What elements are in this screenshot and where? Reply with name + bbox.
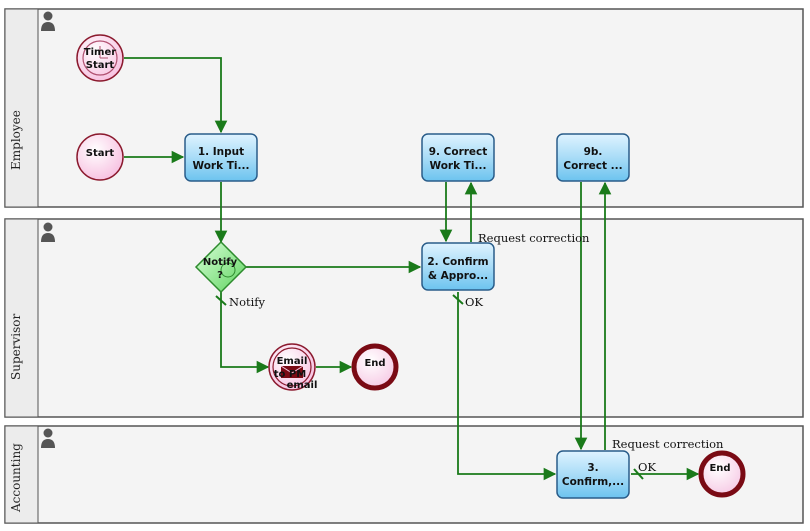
task-correct-work-time[interactable]: 9. Correct Work Ti... xyxy=(421,133,495,182)
condition-marker xyxy=(452,294,464,305)
task-confirm-accounting-label-1: 3. xyxy=(587,462,598,474)
end-event-accounting[interactable]: End xyxy=(698,450,746,498)
end-event-supervisor[interactable]: End xyxy=(351,343,399,391)
flow-timer-to-input[interactable] xyxy=(124,57,228,134)
flow-label-request-correction-supervisor: Request correction xyxy=(478,231,590,245)
lane-employee[interactable]: Employee xyxy=(4,8,804,208)
start-label: Start xyxy=(86,148,115,159)
task-confirm-approve[interactable]: 2. Confirm & Appro... xyxy=(421,242,495,291)
notify-gateway-label-1: Notify xyxy=(203,257,238,268)
flow-label-request-correction-accounting: Request correction xyxy=(612,437,724,451)
participant-icon xyxy=(41,11,55,31)
start-event[interactable]: Start xyxy=(76,133,124,181)
condition-marker xyxy=(633,468,644,480)
lane-label-supervisor: Supervisor xyxy=(9,314,23,380)
email-pm-sublabel: email xyxy=(287,380,318,391)
lane-label-accounting: Accounting xyxy=(9,443,23,513)
notify-gateway-label-2: ? xyxy=(217,270,223,281)
task-confirm-accounting-label-2: Confirm,... xyxy=(562,476,624,488)
task-correct-9b-label-1: 9b. xyxy=(584,146,603,158)
task-confirm-approve-label-2: & Appro... xyxy=(428,270,488,282)
flow-label-ok-supervisor: OK xyxy=(465,295,483,309)
end-label-supervisor: End xyxy=(364,358,385,369)
task-input-work-time-label-2: Work Ti... xyxy=(193,160,250,172)
flow-label-ok-accounting: OK xyxy=(638,460,656,474)
task-confirm-approve-label-1: 2. Confirm xyxy=(427,256,488,268)
clock-icon xyxy=(82,40,118,76)
end-label-accounting: End xyxy=(709,463,730,474)
notify-gateway[interactable]: Notify ? xyxy=(194,240,248,294)
timer-start-label-1: Timer xyxy=(84,47,116,58)
task-correct-work-time-label-1: 9. Correct xyxy=(429,146,488,158)
flow-notify-to-email[interactable] xyxy=(220,292,270,374)
sequence-flows xyxy=(124,57,700,481)
participant-icon xyxy=(41,222,55,242)
task-input-work-time[interactable]: 1. Input Work Ti... xyxy=(184,133,258,182)
task-confirm-accounting[interactable]: 3. Confirm,... xyxy=(556,450,630,499)
participant-icon xyxy=(41,428,55,448)
task-correct-9b-label-2: Correct ... xyxy=(563,160,622,172)
condition-marker xyxy=(215,295,227,306)
email-pm-event[interactable]: Email to PM email xyxy=(268,343,318,391)
lane-supervisor[interactable]: Supervisor xyxy=(4,218,804,418)
lane-label-employee: Employee xyxy=(9,110,23,170)
task-input-work-time-label-1: 1. Input xyxy=(198,146,244,158)
envelope-icon xyxy=(280,365,304,378)
gateway-marker-icon xyxy=(220,262,236,278)
timer-start-label-2: Start xyxy=(86,60,115,71)
flow-confirm-to-accounting[interactable] xyxy=(457,292,557,481)
task-correct-work-time-label-2: Work Ti... xyxy=(430,160,487,172)
flow-label-notify: Notify xyxy=(229,295,266,309)
email-pm-label-1: Email xyxy=(277,356,308,367)
email-pm-label-2: to PM xyxy=(274,369,306,380)
timer-start-event[interactable]: Timer Start xyxy=(76,34,124,82)
task-correct-9b[interactable]: 9b. Correct ... xyxy=(556,133,630,182)
